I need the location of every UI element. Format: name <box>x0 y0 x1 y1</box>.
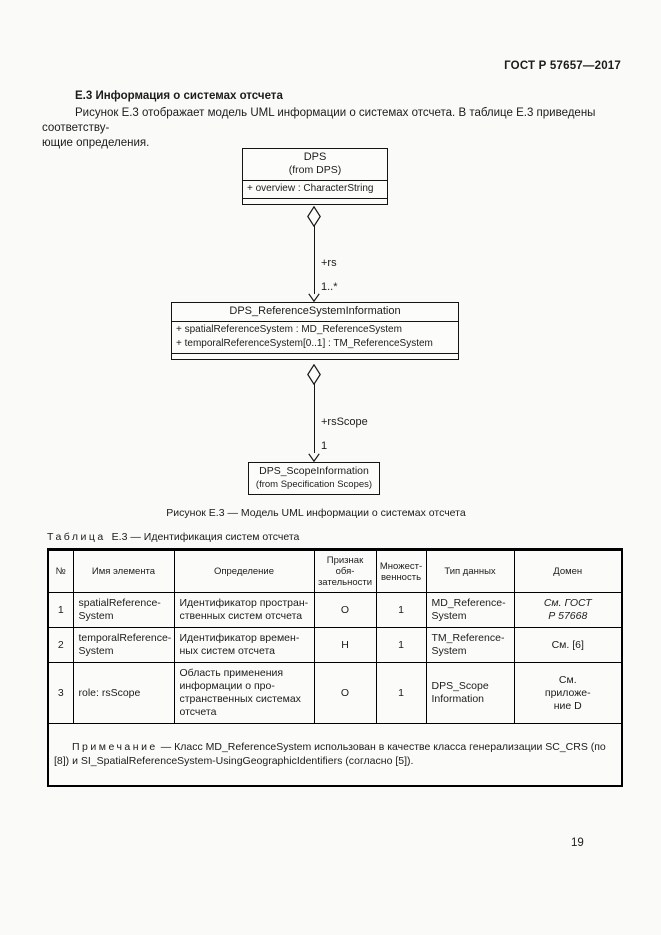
header-cell-name: Имя элемента <box>72 549 175 593</box>
table-row: 1 spatialReference- System Идентификатор… <box>47 592 623 628</box>
header-cell-domain: Домен <box>513 549 623 593</box>
cell-definition: Идентификатор времен- ных систем отсчета <box>173 627 315 663</box>
doc-number: ГОСТ Р 57657—2017 <box>504 60 621 72</box>
table-note-row: Примечание — Класс MD_ReferenceSystem ис… <box>47 723 623 787</box>
class-attribute: + temporalReferenceSystem[0..1] : TM_Ref… <box>176 338 433 349</box>
note-label: Примечание <box>72 741 158 753</box>
class-name: DPS_ScopeInformation <box>259 465 369 477</box>
cell-name: role: rsScope <box>72 662 175 724</box>
arrowhead-icon <box>308 453 320 462</box>
aggregation-diamond-icon <box>307 206 321 227</box>
cell-name: spatialReference- System <box>72 592 175 628</box>
class-compartment-empty <box>243 198 387 204</box>
cell-multiplicity: 1 <box>375 627 427 663</box>
cell-num: 2 <box>47 627 74 663</box>
cell-domain: См. приложе- ние D <box>513 662 623 724</box>
class-attribute: + spatialReferenceSystem : MD_ReferenceS… <box>176 324 402 335</box>
table-row: 2 temporalReference- System Идентификато… <box>47 627 623 663</box>
figure-caption: Рисунок Е.3 — Модель UML информации о си… <box>166 507 466 519</box>
page-number: 19 <box>571 837 584 849</box>
cell-multiplicity: 1 <box>375 592 427 628</box>
cell-obligation: О <box>313 662 377 724</box>
class-title: DPS_ReferenceSystemInformation <box>172 303 458 321</box>
class-box-dps: DPS (from DPS) + overview : CharacterStr… <box>242 148 388 205</box>
cell-data-type: TM_Reference- System <box>425 627 515 663</box>
note-text: — Класс MD_ReferenceSystem использован в… <box>54 741 606 767</box>
cell-obligation: О <box>313 592 377 628</box>
note-paragraph: Примечание — Класс MD_ReferenceSystem ис… <box>54 741 616 768</box>
header-cell-multiplicity: Множест- венность <box>375 549 427 593</box>
intro-paragraph: Рисунок Е.3 отображает модель UML информ… <box>42 107 596 149</box>
multiplicity-label: 1..* <box>321 281 338 293</box>
header-cell-data-type: Тип данных <box>425 549 515 593</box>
class-attribute: + overview : CharacterString <box>247 183 374 194</box>
cell-domain: См. ГОСТ Р 57668 <box>513 592 623 628</box>
section-heading: Е.3 Информация о системах отсчета <box>75 90 283 102</box>
association-line <box>313 384 315 453</box>
class-title: DPS_ScopeInformation (from Specification… <box>249 463 379 494</box>
cell-name: temporalReference- System <box>72 627 175 663</box>
class-stereotype: (from Specification Scopes) <box>255 479 373 490</box>
cell-num: 3 <box>47 662 74 724</box>
table-row: 3 role: rsScope Область применения инфор… <box>47 662 623 724</box>
class-stereotype: (from DPS) <box>288 164 342 176</box>
class-attributes: + spatialReferenceSystem : MD_ReferenceS… <box>172 321 458 353</box>
association-line <box>313 226 315 294</box>
class-attributes: + overview : CharacterString <box>243 180 387 198</box>
table-title-label: Таблица <box>47 531 106 543</box>
arrowhead-icon <box>308 293 320 302</box>
multiplicity-label: 1 <box>321 440 328 452</box>
class-name: DPS_ReferenceSystemInformation <box>229 305 401 317</box>
table-title: Таблица Е.3 — Идентификация систем отсчет… <box>47 531 299 543</box>
class-name: DPS <box>303 151 327 163</box>
role-label: +rsScope <box>321 416 368 428</box>
cell-num: 1 <box>47 592 74 628</box>
class-compartment-empty <box>172 353 458 359</box>
cell-definition: Идентификатор простран- ственных систем … <box>173 592 315 628</box>
class-title: DPS (from DPS) <box>243 149 387 180</box>
table-title-text: Е.3 — Идентификация систем отсчета <box>111 531 300 543</box>
class-box-reference-system-info: DPS_ReferenceSystemInformation + spatial… <box>171 302 459 360</box>
table-header-row: № Имя элемента Определение Признак обя- … <box>47 549 623 593</box>
cell-definition: Область применения информации о про- стр… <box>173 662 315 724</box>
header-cell-obligation: Признак обя- зательности <box>313 549 377 593</box>
data-table: № Имя элемента Определение Признак обя- … <box>47 548 623 787</box>
cell-data-type: MD_Reference- System <box>425 592 515 628</box>
role-label: +rs <box>321 257 337 269</box>
table-note: Примечание — Класс MD_ReferenceSystem ис… <box>47 723 623 787</box>
cell-domain: См. [6] <box>513 627 623 663</box>
aggregation-diamond-icon <box>307 364 321 385</box>
header-cell-num: № <box>47 549 74 593</box>
cell-obligation: Н <box>313 627 377 663</box>
cell-data-type: DPS_Scope Information <box>425 662 515 724</box>
cell-multiplicity: 1 <box>375 662 427 724</box>
class-box-scope-info: DPS_ScopeInformation (from Specification… <box>248 462 380 495</box>
header-cell-definition: Определение <box>173 549 315 593</box>
